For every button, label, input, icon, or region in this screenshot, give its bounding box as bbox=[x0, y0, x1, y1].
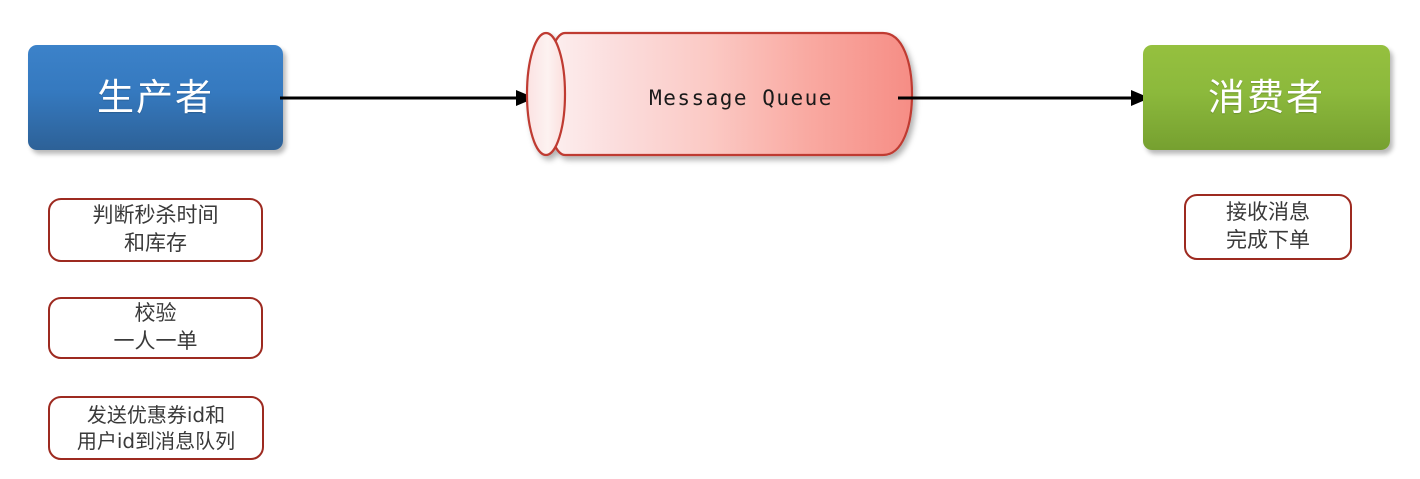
note-line: 判断秒杀时间 bbox=[92, 203, 219, 228]
note-line: 校验 bbox=[134, 301, 177, 326]
message-queue-cylinder[interactable]: Message Queue bbox=[520, 25, 920, 170]
note-receive-and-complete-order[interactable]: 接收消息 完成下单 bbox=[1184, 194, 1352, 260]
note-one-person-one-order[interactable]: 校验 一人一单 bbox=[48, 297, 263, 359]
cylinder-body bbox=[544, 31, 914, 157]
arrow-queue-to-consumer bbox=[898, 90, 1150, 106]
cylinder-left-cap bbox=[525, 31, 567, 157]
producer-node[interactable]: 生产者 bbox=[28, 45, 283, 150]
arrow-producer-to-queue bbox=[280, 90, 535, 106]
note-check-time-stock[interactable]: 判断秒杀时间 和库存 bbox=[48, 198, 263, 262]
note-line: 接收消息 bbox=[1226, 200, 1310, 225]
note-line: 完成下单 bbox=[1226, 228, 1310, 252]
producer-node-label: 生产者 bbox=[97, 76, 214, 119]
consumer-node[interactable]: 消费者 bbox=[1143, 45, 1390, 150]
note-line: 一人一单 bbox=[113, 329, 198, 353]
note-line: 和库存 bbox=[124, 231, 187, 255]
note-send-to-mq[interactable]: 发送优惠券id和 用户id到消息队列 bbox=[48, 396, 264, 460]
consumer-node-label: 消费者 bbox=[1208, 76, 1325, 119]
note-line: 用户id到消息队列 bbox=[76, 429, 236, 453]
note-line: 发送优惠券id和 bbox=[86, 402, 226, 427]
